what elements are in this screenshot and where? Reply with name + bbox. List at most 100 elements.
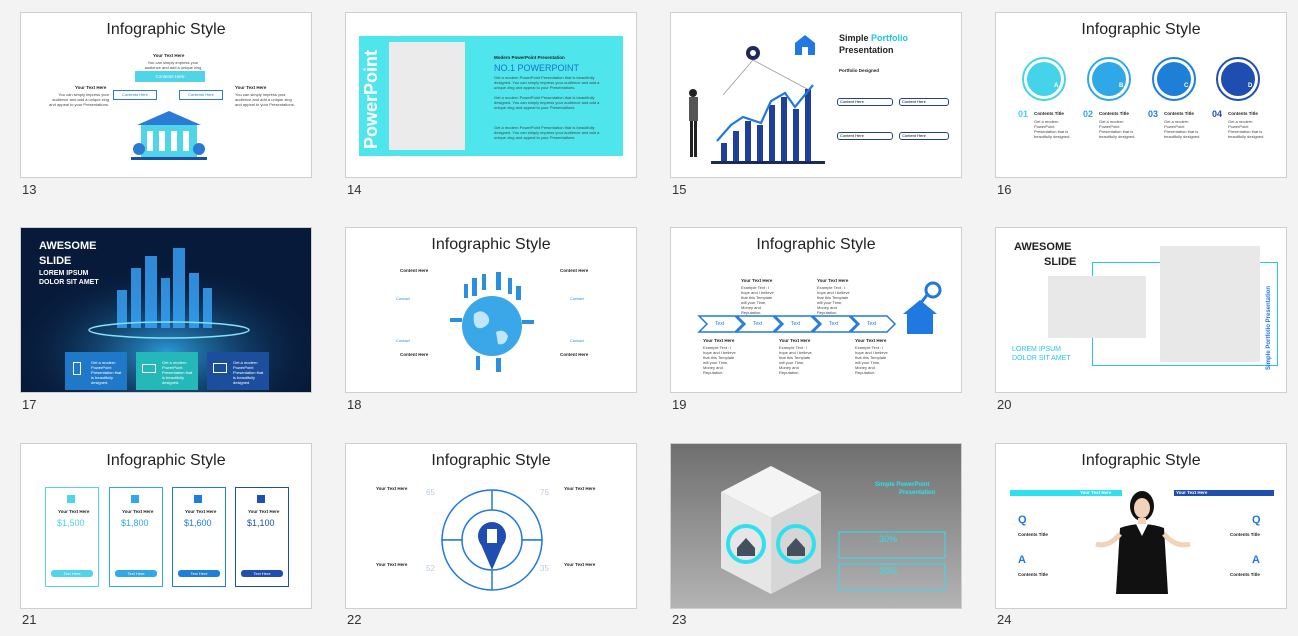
contact-label: Contact <box>570 338 584 343</box>
step-title: Contents Title <box>1034 111 1064 116</box>
step-text: Get a modern PowerPoint Presentation tha… <box>1099 119 1136 139</box>
slide-thumbnail-23[interactable]: Simple PowerPoint Presentation 30% 30% <box>670 443 962 609</box>
step-text: Get a modern PowerPoint Presentation tha… <box>1034 119 1071 139</box>
text-here-button[interactable]: Text Here <box>115 570 157 577</box>
slide-text: Get a modern PowerPoint Presentation tha… <box>494 95 600 110</box>
slide-heading-accent: Portfolio <box>871 33 909 43</box>
contents-title: Contents Title <box>1018 532 1048 537</box>
arrow-process <box>697 281 942 334</box>
price: $1,600 <box>184 518 212 528</box>
slide-label: Your Text Here <box>235 85 267 90</box>
arrow-label: Text <box>715 321 725 327</box>
phone-icon <box>73 362 81 375</box>
circle-letter: B <box>1119 83 1124 89</box>
contact-label: Contact <box>570 296 584 301</box>
image-placeholder <box>1048 276 1146 338</box>
puzzle-icon <box>131 495 139 503</box>
slide-subtitle: Portfolio Designed <box>839 68 880 73</box>
slide-thumbnail-20[interactable]: AWESOME SLIDE LOREM IPSUM DOLOR SIT AMET… <box>995 227 1287 393</box>
step-text: Example Text : I hope and I believe that… <box>817 285 850 315</box>
price-card <box>45 487 99 587</box>
slide-thumbnail-16[interactable]: Infographic Style A B C D 01 02 03 04 Co… <box>995 12 1287 178</box>
slide-thumbnail-13[interactable]: Infographic Style Your Text Here You can… <box>20 12 312 178</box>
step-text: Example Text : I hope and I believe that… <box>855 345 888 375</box>
price: $1,500 <box>57 518 85 528</box>
globe-illustration <box>450 272 534 372</box>
slide-title: Infographic Style <box>431 236 551 253</box>
step-title: Your Text Here <box>779 338 811 343</box>
slide-thumbnail-17[interactable]: AWESOME SLIDE LOREM IPSUM DOLOR SIT AMET… <box>20 227 312 393</box>
step-text: Example Text : I hope and I believe that… <box>741 285 774 315</box>
price-card <box>235 487 289 587</box>
text-here-button[interactable]: Text Here <box>241 570 283 577</box>
card-title: Your Text Here <box>248 509 280 514</box>
slide-subtitle: Modern PowerPoint Presentation <box>494 55 565 60</box>
content-label: Content Here <box>560 268 589 273</box>
content-tag: Content Here <box>837 98 893 106</box>
step-text: Get a modern PowerPoint Presentation tha… <box>1164 119 1201 139</box>
slide-thumbnail-21[interactable]: Infographic Style Your Text Here Your Te… <box>20 443 312 609</box>
anchor-icon <box>67 495 75 503</box>
laptop-icon <box>142 364 156 373</box>
card-title: Your Text Here <box>58 509 90 514</box>
slide-heading: SLIDE <box>1044 256 1077 268</box>
text-here-button[interactable]: Text Here <box>178 570 220 577</box>
growth-chart-illustration <box>689 35 825 164</box>
circle-icons <box>1022 57 1260 101</box>
step-number: 01 <box>1018 109 1029 119</box>
step-title: Your Text Here <box>741 278 773 283</box>
step-number: 03 <box>1148 109 1159 119</box>
step-title: Contents Title <box>1099 111 1129 116</box>
step-text: Get a modern PowerPoint Presentation tha… <box>1228 119 1265 139</box>
step-title: Your Text Here <box>855 338 887 343</box>
slide-heading: Simple PowerPoint <box>875 482 930 488</box>
stat-percent: 30% <box>879 566 898 576</box>
slide-number: 24 <box>997 612 1012 627</box>
step-number: 04 <box>1212 109 1223 119</box>
slide-text: Get a modern PowerPoint Presentation tha… <box>494 75 600 90</box>
slide-thumbnail-22[interactable]: Infographic Style Your Text Here Your Te… <box>345 443 637 609</box>
slide-label: Your Text Here <box>75 85 107 90</box>
slide-thumbnail-15[interactable]: Simple Portfolio Presentation Portfolio … <box>670 12 962 178</box>
slide-number: 14 <box>347 182 362 197</box>
image-placeholder <box>1160 246 1260 362</box>
step-number: 02 <box>1083 109 1094 119</box>
slide-heading: Simple <box>839 33 869 43</box>
slide-subtitle: LOREM IPSUM <box>1012 346 1062 353</box>
monitor-icon <box>213 363 227 373</box>
content-tag: Content Here <box>899 98 949 106</box>
stat-number: 52 <box>426 564 435 573</box>
content-tag: Content Here <box>837 132 893 140</box>
arrow-label: Text <box>791 321 801 327</box>
section-title: Your Text Here <box>564 486 596 491</box>
building-illustration <box>131 111 207 160</box>
slide-text: Get a modern PowerPoint Presentation tha… <box>494 125 600 140</box>
slide-thumbnail-14[interactable]: PowerPoint Modern PowerPoint Presentatio… <box>345 12 637 178</box>
q-label: Q <box>1252 514 1261 526</box>
section-title: Your Text Here <box>564 562 596 567</box>
slide-number: 15 <box>672 182 687 197</box>
text-here-button[interactable]: Text Here <box>51 570 93 577</box>
semicircle-infographic <box>441 489 543 591</box>
slide-thumbnail-24[interactable]: Infographic Style Your Text Here Your Te… <box>995 443 1287 609</box>
slide-subtitle: DOLOR SIT AMET <box>39 279 99 286</box>
slide-title: Infographic Style <box>1081 21 1201 38</box>
stat-number: 75 <box>540 488 549 497</box>
header-bar: Your Text Here <box>1174 490 1274 496</box>
slide-heading: Presentation <box>839 45 894 55</box>
price-card <box>109 487 163 587</box>
card-title: Your Text Here <box>122 509 154 514</box>
price-card <box>172 487 226 587</box>
section-title: Your Text Here <box>376 486 408 491</box>
slide-thumbnail-19[interactable]: Infographic Style Text Text Text Text Te… <box>670 227 962 393</box>
slide-title: Infographic Style <box>756 236 876 253</box>
slide-title: Infographic Style <box>1081 452 1201 469</box>
step-title: Your Text Here <box>817 278 849 283</box>
content-label: Content Here <box>560 352 589 357</box>
slide-heading: AWESOME <box>1014 241 1072 253</box>
slide-thumbnail-18[interactable]: Infographic Style Content Here Content H… <box>345 227 637 393</box>
slide-title: Infographic Style <box>431 452 551 469</box>
content-label: Content Here <box>400 268 429 273</box>
info-box: Get a modern PowerPoint Presentation tha… <box>207 352 269 390</box>
circle-letter: A <box>1054 83 1059 89</box>
